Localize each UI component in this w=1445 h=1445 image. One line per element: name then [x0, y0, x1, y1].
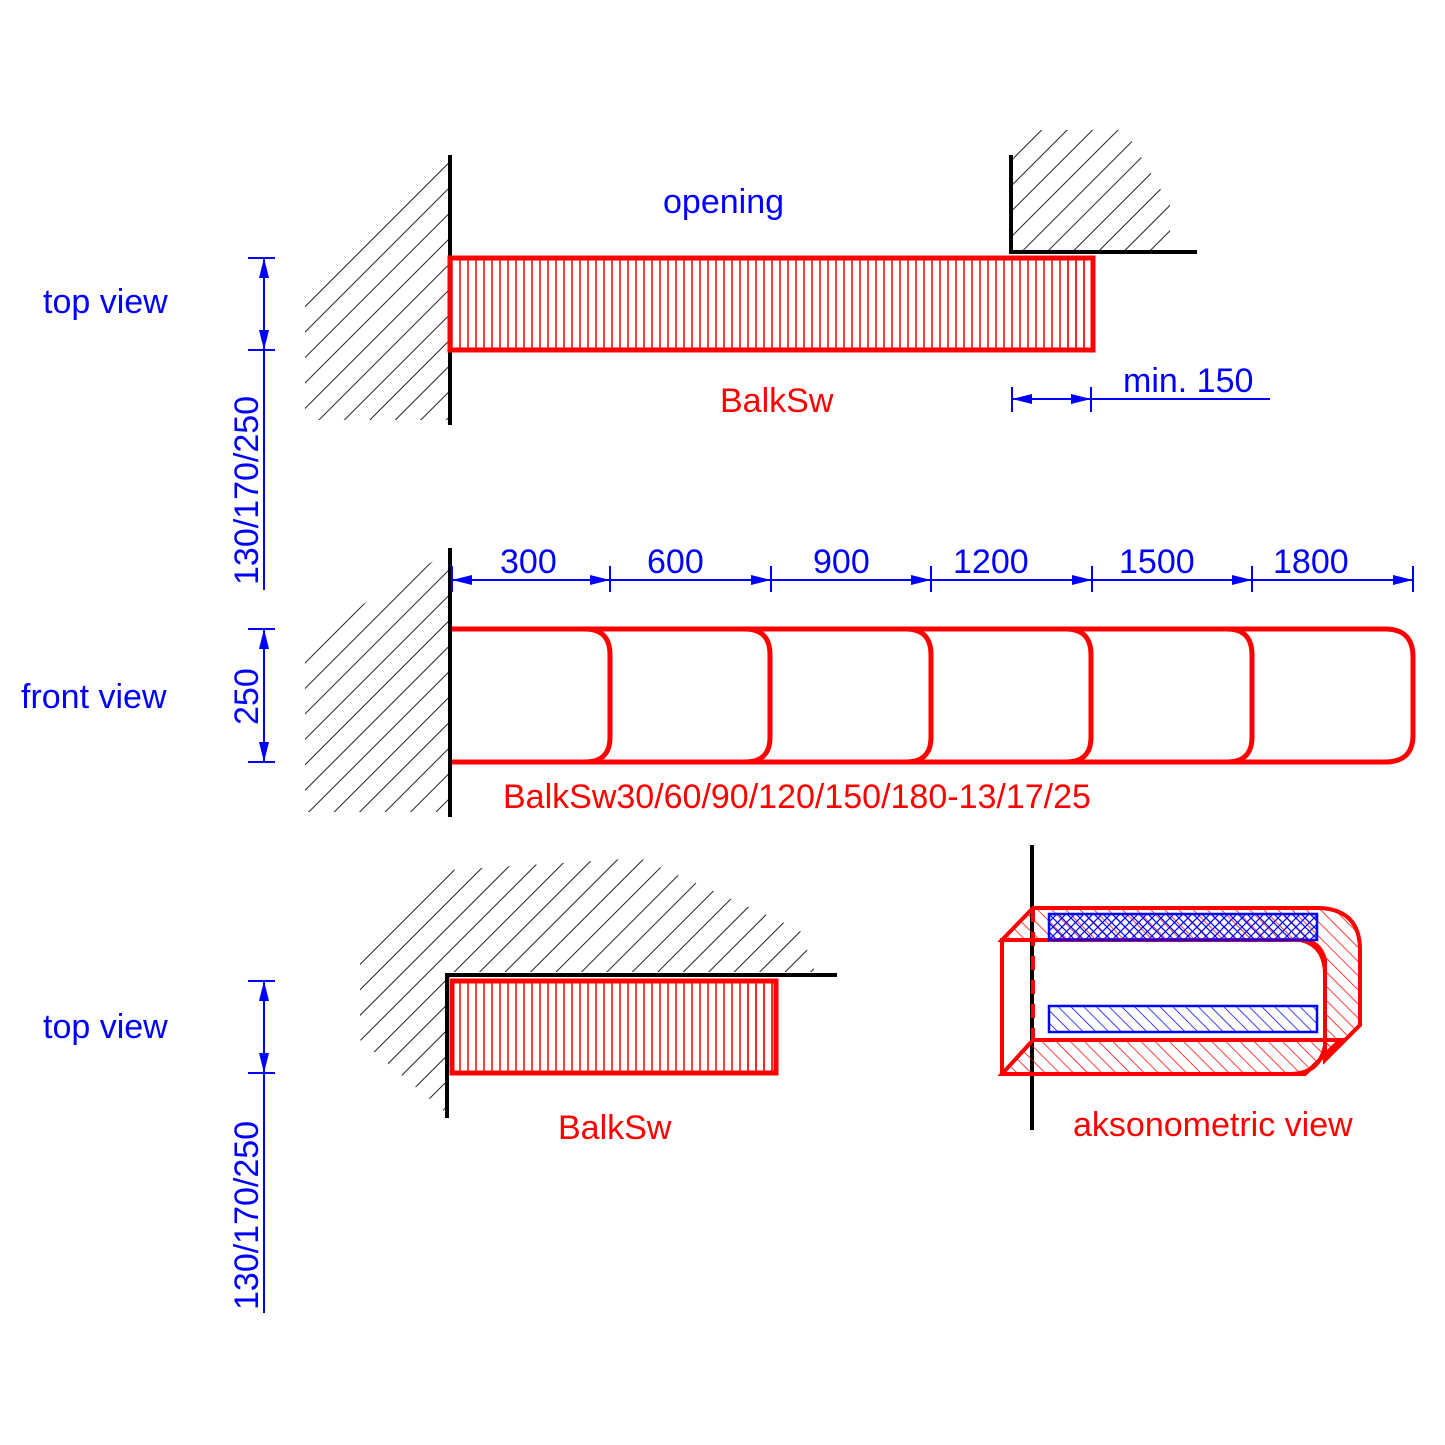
wall-hatch-2: [360, 858, 815, 1112]
dim-300: 300: [500, 543, 557, 581]
balksw-label-1: BalkSw: [720, 382, 834, 420]
axo-bottom-face: [997, 1038, 1345, 1076]
balksw-end-hatch-1: [1065, 260, 1091, 348]
thickness-label-1: 130/170/250: [228, 396, 266, 585]
balksw-end-hatch-2: [746, 983, 774, 1071]
axo-front-outline: [1000, 938, 1327, 1076]
balksw-element-top-2: [449, 978, 779, 1076]
right-wall-hatch-1: [1012, 130, 1170, 250]
height-label: 250: [228, 668, 266, 725]
top-view-1: opening BalkSw top view min. 150 130/170…: [43, 130, 1270, 590]
series-code-label: BalkSw30/60/90/120/150/180-13/17/25: [503, 778, 1091, 816]
dim-900: 900: [813, 543, 870, 581]
axo-bottom-rebar: [1047, 1004, 1319, 1034]
left-wall-hatch-1: [305, 160, 448, 420]
axonometric-view: aksonometric view: [997, 845, 1362, 1144]
top-view-label-2: top view: [43, 1008, 168, 1046]
length-dimension-chain: [451, 566, 1414, 592]
height-dimension: [248, 628, 275, 763]
opening-label: opening: [663, 183, 784, 221]
axonometric-label: aksonometric view: [1073, 1106, 1353, 1144]
thickness-dimension-2: [248, 980, 275, 1313]
balksw-segments: [452, 626, 1416, 765]
balksw-element-top-1: [447, 255, 1096, 353]
thickness-label-2: 130/170/250: [228, 1121, 266, 1310]
dim-600: 600: [647, 543, 704, 581]
wall-face-2: [445, 973, 837, 1118]
left-wall-hatch-front: [305, 552, 448, 812]
front-view-label: front view: [21, 678, 167, 716]
top-view-2: BalkSw top view 130/170/250: [43, 858, 837, 1313]
dim-1800: 1800: [1273, 543, 1349, 581]
min-150-label: min. 150: [1123, 362, 1253, 400]
dim-1500: 1500: [1119, 543, 1195, 581]
axo-top-rebar: [1047, 912, 1319, 942]
thickness-dimension-1: [248, 257, 275, 590]
balksw-label-2: BalkSw: [558, 1109, 672, 1147]
front-view: 300 600 900 1200 1500 1800 250 front vie…: [21, 543, 1416, 817]
dim-1200: 1200: [953, 543, 1029, 581]
right-wall-face-1: [1009, 155, 1197, 254]
top-view-label-1: top view: [43, 283, 168, 321]
min-150-dimension: [1011, 387, 1270, 412]
